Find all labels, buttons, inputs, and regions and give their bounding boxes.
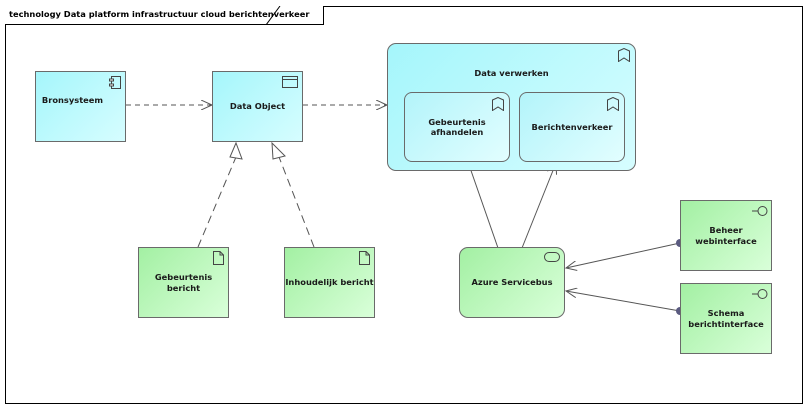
node-bronsysteem-label: Bronsysteem xyxy=(41,95,104,105)
edge-inhoudelijk-specialization xyxy=(278,156,315,248)
node-inhoudelijk-bericht[interactable]: Inhoudelijk bericht xyxy=(284,247,375,318)
node-data-verwerken-label: Data verwerken xyxy=(474,68,549,78)
node-gebeurtenis-afhandelen-label: Gebeurtenis afhandelen xyxy=(428,116,486,137)
function-icon xyxy=(607,97,619,111)
node-berichtenverkeer-label: Berichtenverkeer xyxy=(531,121,613,132)
node-azure-servicebus[interactable]: Azure Servicebus xyxy=(459,247,565,318)
node-data-object-label: Data Object xyxy=(229,101,286,112)
function-icon xyxy=(618,48,630,62)
node-inhoudelijk-bericht-label: Inhoudelijk bericht xyxy=(285,277,374,288)
edge-gebeurtenis-specialization xyxy=(197,156,237,248)
edge-servicebus-berichtenverkeer xyxy=(521,163,556,249)
specialization-triangle-left xyxy=(229,141,243,160)
component-icon xyxy=(109,76,121,89)
interface-icon xyxy=(752,206,768,216)
node-data-object[interactable]: Data Object xyxy=(212,71,303,142)
interface-icon xyxy=(752,289,768,299)
data-object-icon xyxy=(282,76,298,88)
node-beheer-webinterface[interactable]: Beheer webinterface xyxy=(680,200,772,271)
node-icon xyxy=(544,252,560,262)
function-icon xyxy=(492,97,504,111)
specialization-triangle-right xyxy=(271,141,286,160)
edge-beheer-servicebus xyxy=(566,242,681,268)
node-gebeurtenis-bericht-label: Gebeurtenis bericht xyxy=(154,272,213,293)
edge-afhandelen-servicebus xyxy=(467,161,499,249)
artifact-icon xyxy=(213,251,224,265)
node-gebeurtenis-bericht[interactable]: Gebeurtenis bericht xyxy=(138,247,229,318)
artifact-icon xyxy=(359,251,370,265)
frame-tab-corner xyxy=(266,6,281,25)
node-berichtenverkeer[interactable]: Berichtenverkeer xyxy=(519,92,625,162)
edge-schema-servicebus xyxy=(566,291,681,312)
node-gebeurtenis-afhandelen[interactable]: Gebeurtenis afhandelen xyxy=(404,92,510,162)
node-beheer-webinterface-label: Beheer webinterface xyxy=(695,225,757,246)
diagram-frame xyxy=(5,6,803,404)
frame-title: technology Data platform infrastructuur … xyxy=(5,6,325,25)
node-schema-berichtinterface[interactable]: Schema berichtinterface xyxy=(680,283,772,354)
node-schema-berichtinterface-label: Schema berichtinterface xyxy=(688,308,764,329)
node-azure-servicebus-label: Azure Servicebus xyxy=(471,277,553,288)
node-bronsysteem[interactable]: Bronsysteem xyxy=(35,71,126,142)
